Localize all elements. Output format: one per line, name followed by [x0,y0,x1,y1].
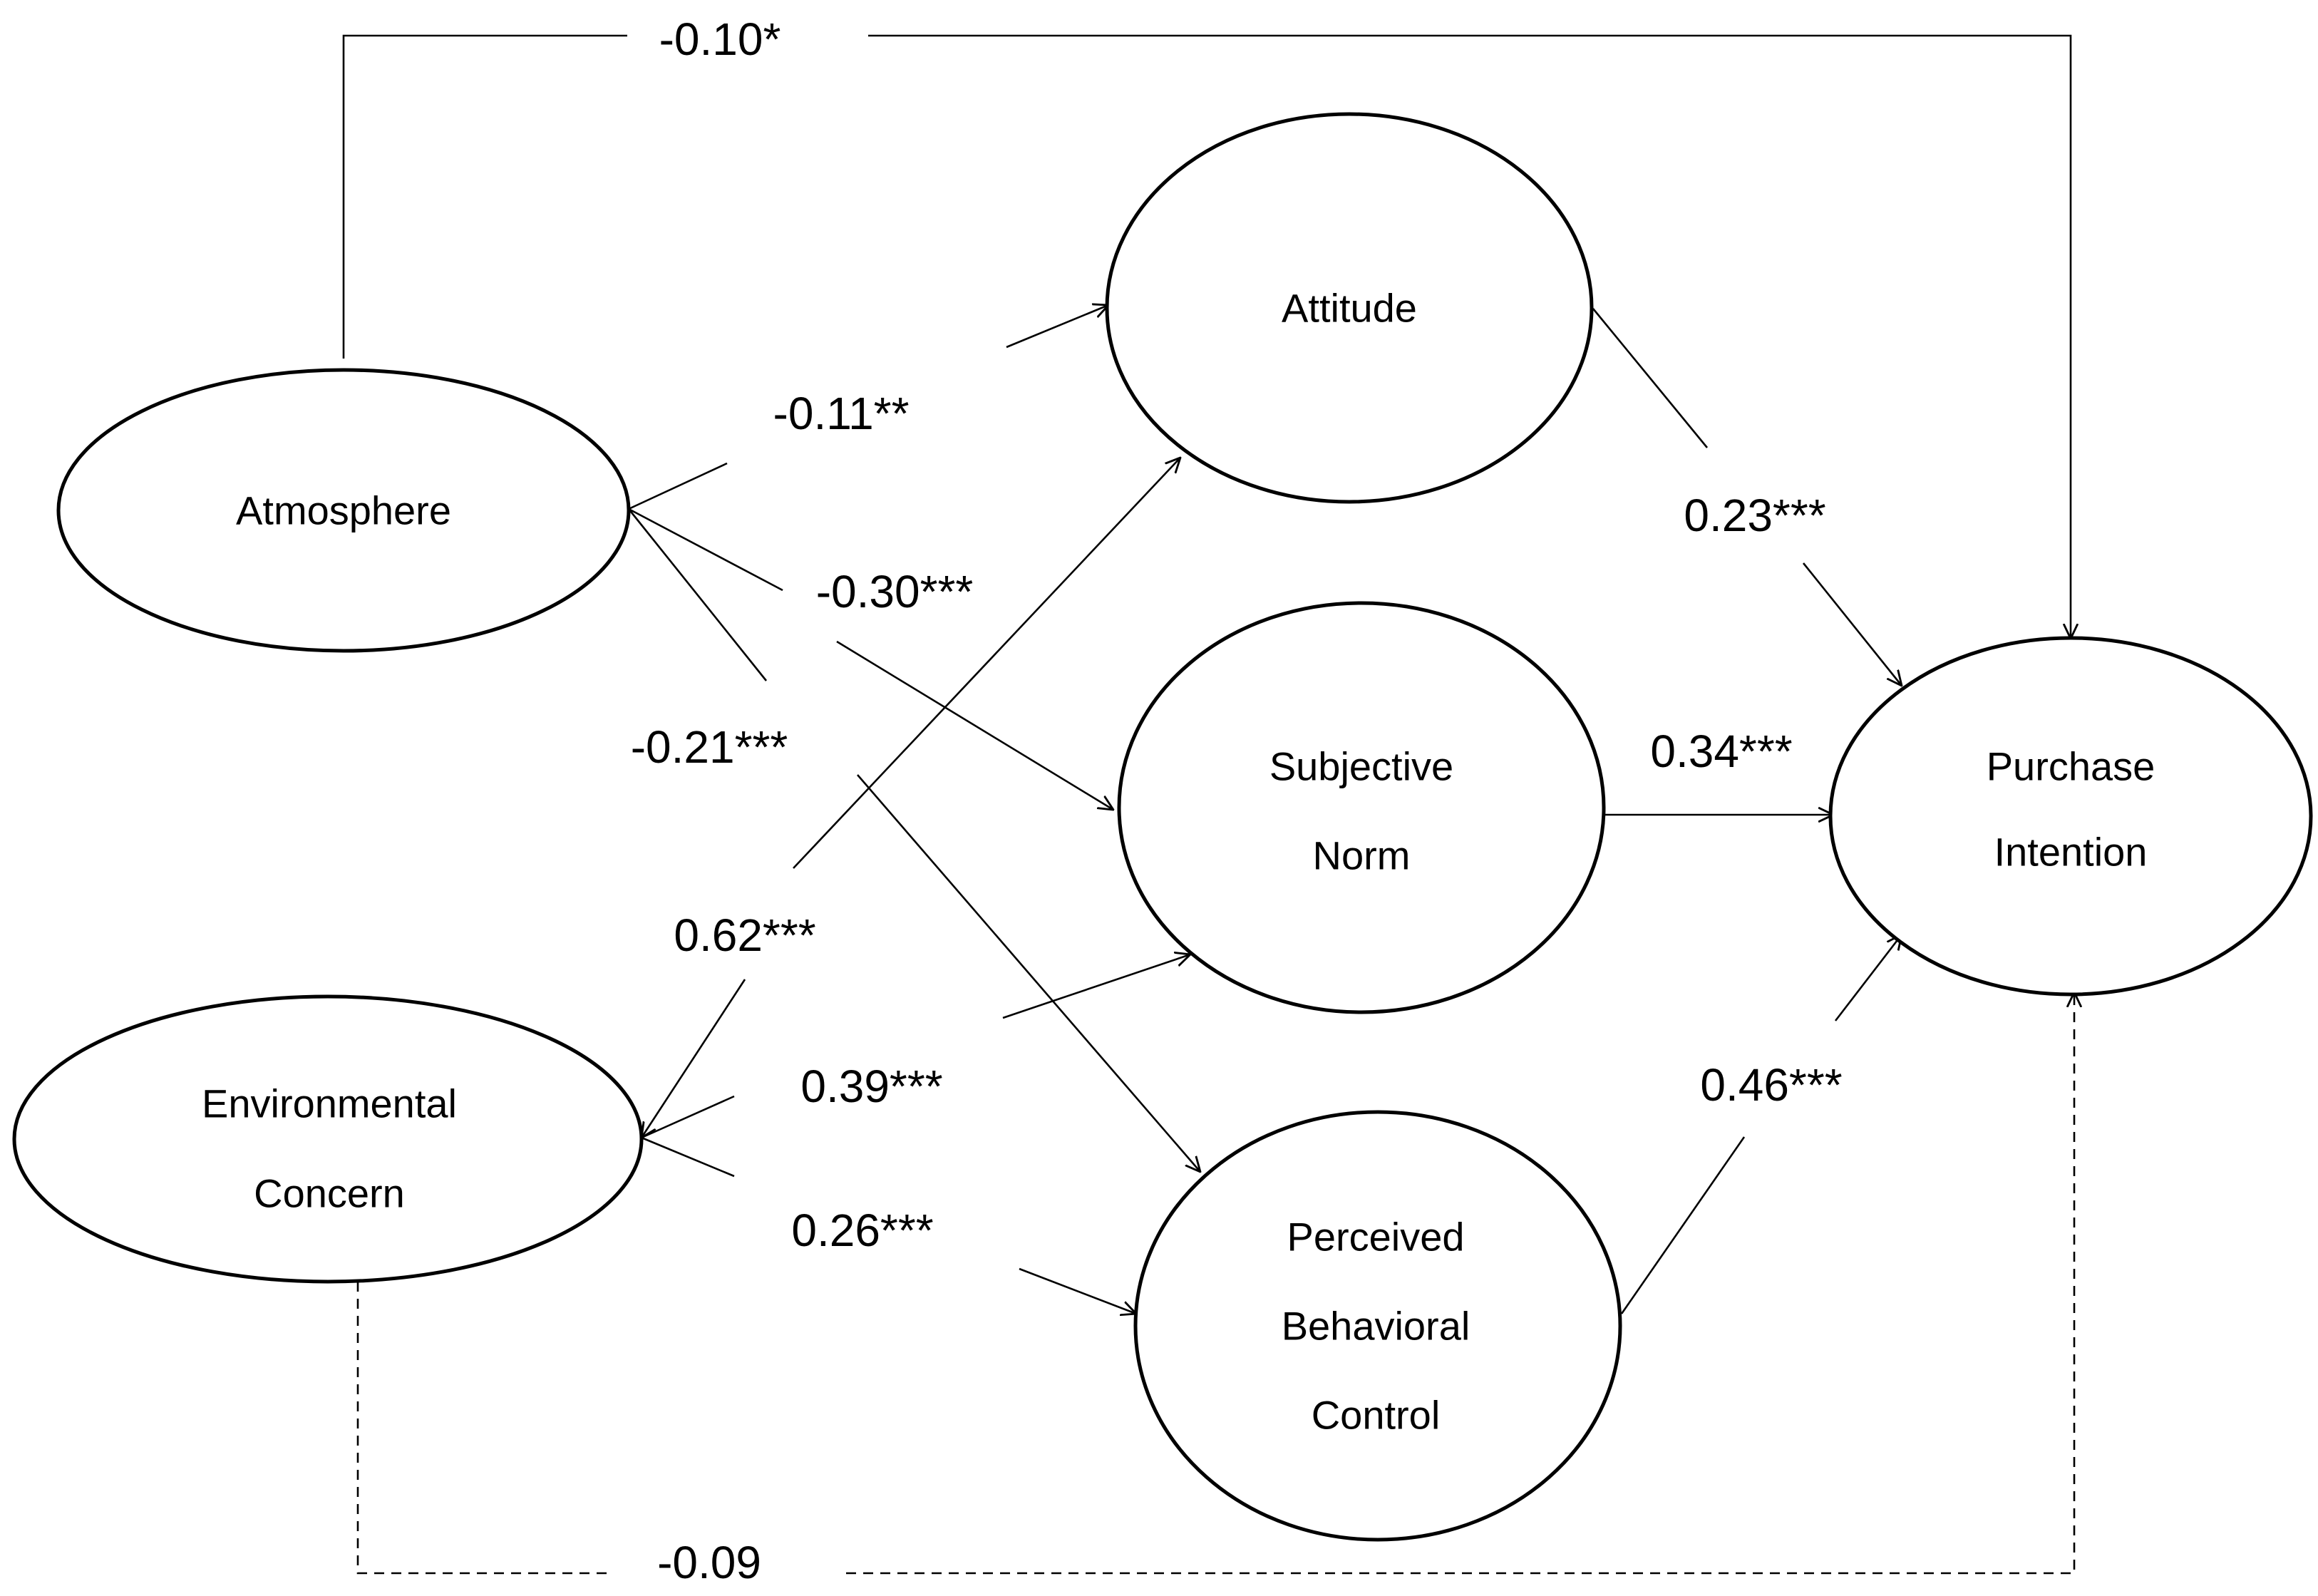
edge-pbc-to-purchase-intention-seg1 [1620,1136,1746,1314]
edge-environmental-concern-to-attitude-seg2 [642,979,746,1138]
edge-environmental-concern-to-subjective-norm-seg1 [1002,954,1190,1019]
coef-environmental-concern-to-subjective-norm: 0.39*** [800,1061,942,1112]
coef-atmosphere-to-attitude: -0.11** [773,388,910,439]
edge-environmental-concern-to-subjective-norm-seg2 [641,1095,735,1139]
coef-atmosphere-to-subjective-norm: -0.30*** [816,566,974,617]
edge-atmosphere-to-purchase-intention-seg1 [342,34,627,359]
edge-atmosphere-to-attitude-seg2 [1006,305,1108,349]
node-attitude: Attitude [1105,112,1594,504]
node-environmental-concern-line-2: Concern [254,1171,405,1216]
edge-attitude-to-purchase-intention-seg1 [1592,308,1709,448]
node-environmental-concern: Environmental Concern [12,994,644,1284]
edge-environmental-concern-to-purchase-intention-seg2 [846,992,2074,1575]
node-purchase-intention-line-2: Intention [1994,830,2148,875]
edge-atmosphere-to-purchase-intention-seg2 [868,34,2071,639]
edge-atmosphere-to-subjective-norm-seg1 [628,508,783,592]
node-pbc-line-2: Behavioral [1282,1304,1470,1349]
edge-attitude-to-purchase-intention-seg2 [1802,562,1902,686]
coef-atmosphere-to-purchase-intention: -0.10* [659,14,781,65]
coef-environmental-concern-to-attitude: 0.62*** [674,910,815,961]
node-perceived-behavioral-control: Perceived Behavioral Control [1133,1110,1622,1542]
node-attitude-line-1: Attitude [1282,286,1417,331]
node-atmosphere: Atmosphere [56,368,631,653]
edge-pbc-to-purchase-intention-seg2 [1834,935,1902,1021]
node-purchase-intention-line-1: Purchase [1987,744,2155,789]
coef-subjective-norm-to-purchase-intention: 0.34*** [1650,726,1792,777]
node-subjective-norm-line-2: Norm [1313,833,1411,878]
edge-atmosphere-to-pbc-seg1 [627,508,768,681]
node-atmosphere-line-1: Atmosphere [236,488,451,533]
coef-atmosphere-to-pbc: -0.21*** [631,721,788,773]
node-purchase-intention: Purchase Intention [1828,636,2313,997]
node-subjective-norm-line-1: Subjective [1269,744,1453,789]
coef-environmental-concern-to-pbc: 0.26*** [791,1205,933,1256]
edge-environmental-concern-to-pbc-seg1 [641,1136,735,1178]
edge-environmental-concern-to-purchase-intention-seg1 [356,1282,613,1575]
coef-attitude-to-purchase-intention: 0.23*** [1684,490,1825,541]
edge-atmosphere-to-subjective-norm-seg2 [836,640,1113,810]
node-pbc-line-1: Perceived [1287,1215,1464,1260]
node-pbc-line-3: Control [1312,1393,1441,1438]
edge-environmental-concern-to-attitude-seg1 [793,458,1180,869]
node-environmental-concern-line-1: Environmental [202,1081,457,1126]
node-subjective-norm: Subjective Norm [1117,601,1606,1014]
edge-atmosphere-to-pbc-seg2 [857,774,1200,1172]
edge-environmental-concern-to-pbc-seg2 [1019,1267,1136,1314]
coef-pbc-to-purchase-intention: 0.46*** [1700,1059,1842,1111]
coef-environmental-concern-to-purchase-intention: -0.09 [657,1537,761,1588]
edge-atmosphere-to-attitude-seg1 [628,462,728,510]
